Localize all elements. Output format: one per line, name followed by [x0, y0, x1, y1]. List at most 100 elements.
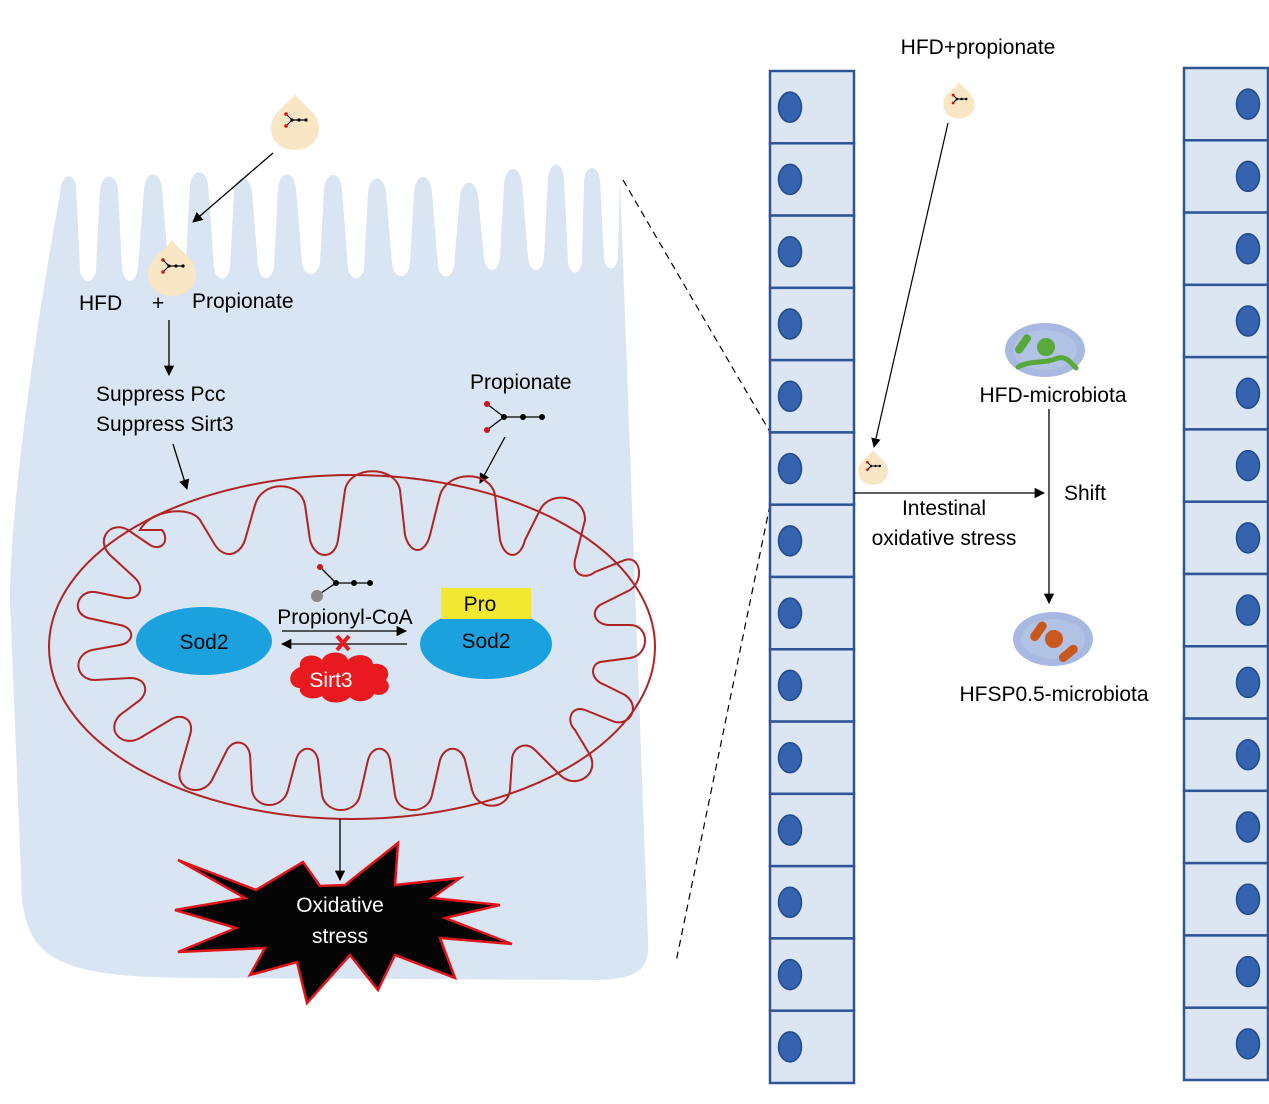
nucleus	[1235, 160, 1261, 193]
sod2-right-label: Sod2	[461, 630, 510, 653]
propionate-droplet-lumen	[943, 82, 975, 119]
epithelial-cell	[1182, 934, 1269, 1009]
propionyl-coa-label: Propionyl-CoA	[277, 606, 412, 629]
nucleus	[777, 814, 803, 846]
suppress-pcc-label: Suppress Pcc	[96, 383, 226, 406]
epithelium-column-right	[1182, 66, 1269, 1082]
epithelial-cell	[768, 720, 856, 796]
nucleus	[1235, 738, 1261, 771]
pro-label: Pro	[464, 593, 497, 616]
epithelial-cell	[768, 69, 856, 145]
nucleus	[777, 958, 803, 991]
nucleus	[777, 1031, 803, 1063]
nucleus	[777, 525, 803, 557]
arrow-propionate-to-mito	[479, 436, 506, 484]
nucleus	[1235, 232, 1261, 265]
epithelial-cell	[1182, 428, 1269, 503]
pro-box	[441, 588, 531, 619]
arrow-droplet-into-cell	[192, 152, 274, 223]
epithelial-cell	[768, 1009, 856, 1085]
epithelial-cell	[768, 864, 856, 940]
epithelial-cell	[1182, 139, 1269, 214]
hfd-label: HFD	[79, 292, 122, 315]
epithelial-cell	[1182, 789, 1269, 865]
propionate-molecule-icon	[866, 460, 882, 472]
epithelial-cell	[768, 431, 856, 506]
sod2-left	[136, 607, 272, 675]
intestinal-stress-line1: Intestinal	[902, 497, 986, 520]
epithelial-cell	[768, 503, 856, 579]
epithelial-cell	[1182, 66, 1269, 142]
nucleus	[777, 308, 803, 340]
enterocyte-cell	[10, 164, 649, 980]
hfd-propionate-label: HFD+propionate	[901, 36, 1056, 59]
propionyl-coa-molecule-icon	[311, 564, 373, 602]
nucleus	[1235, 594, 1261, 626]
epithelial-cell	[1182, 861, 1269, 937]
propionate-droplet-outside	[271, 94, 319, 150]
oxidative-stress-starburst	[174, 840, 513, 1006]
propionate-molecule-icon	[951, 93, 968, 105]
epithelial-cell	[768, 937, 856, 1012]
cell-membrane	[1182, 355, 1269, 431]
hfd-microbiota-label: HFD-microbiota	[979, 384, 1126, 407]
nucleus	[1235, 811, 1261, 843]
epithelial-cell	[1182, 717, 1269, 793]
propionate-molecule-icon	[284, 112, 308, 128]
nucleus	[1235, 1028, 1261, 1060]
zoom-guide-top	[622, 179, 771, 433]
nucleus	[777, 741, 803, 774]
epithelial-cell	[768, 648, 856, 723]
epithelial-cell	[1182, 211, 1269, 287]
epithelial-cell	[768, 142, 856, 217]
hfd-microbiota-icon	[1005, 323, 1085, 377]
sod2-right	[420, 609, 552, 679]
epithelium-column-left	[768, 69, 856, 1085]
arrow-suppress-to-mito	[172, 443, 190, 490]
sirt3-label: Sirt3	[309, 669, 352, 692]
arrow-lumen-to-epithelium	[871, 122, 949, 448]
hfsp-microbiota-label: HFSP0.5-microbiota	[959, 683, 1148, 706]
propionate-droplet-inside	[148, 240, 196, 296]
sod2-left-label: Sod2	[179, 631, 228, 654]
nucleus	[1235, 955, 1261, 988]
nucleus	[1235, 305, 1261, 337]
nucleus	[1235, 377, 1261, 410]
plus-label: +	[152, 292, 164, 315]
propionate-molecule-icon	[161, 258, 185, 274]
propionate-molecule-icon	[484, 401, 545, 433]
epithelial-cell	[768, 358, 856, 434]
propionate-mito-label: Propionate	[470, 371, 572, 394]
propionate-droplet-epithelium	[858, 449, 888, 485]
propionate-label: Propionate	[192, 290, 294, 313]
nucleus	[777, 91, 803, 123]
sirt3-cloud	[290, 652, 389, 703]
epithelial-cell	[1182, 1006, 1269, 1082]
mito-cristae	[76, 470, 646, 811]
suppress-sirt3-label: Suppress Sirt3	[96, 413, 234, 436]
intestinal-stress-line2: oxidative stress	[872, 527, 1017, 550]
epithelial-cell	[1182, 572, 1269, 648]
epithelial-cell	[1182, 283, 1269, 359]
nucleus	[1235, 883, 1261, 916]
nucleus	[1235, 88, 1261, 120]
nucleus	[1235, 522, 1261, 554]
epithelial-cell	[768, 286, 856, 362]
zoom-guide-bottom	[675, 504, 771, 963]
nucleus	[777, 235, 803, 268]
nucleus	[1235, 666, 1261, 699]
nucleus	[1235, 449, 1261, 482]
epithelial-cell	[768, 214, 856, 290]
epithelial-cell	[1182, 500, 1269, 576]
nucleus	[777, 886, 803, 919]
epithelial-cell	[1182, 355, 1269, 431]
hfsp-microbiota-icon	[1013, 612, 1093, 666]
nucleus	[777, 669, 803, 702]
nucleus	[777, 452, 803, 485]
shift-label: Shift	[1064, 482, 1106, 505]
epithelial-cell	[1182, 645, 1269, 720]
epithelial-cell	[768, 792, 856, 868]
nucleus	[777, 597, 803, 629]
nucleus	[777, 380, 803, 413]
